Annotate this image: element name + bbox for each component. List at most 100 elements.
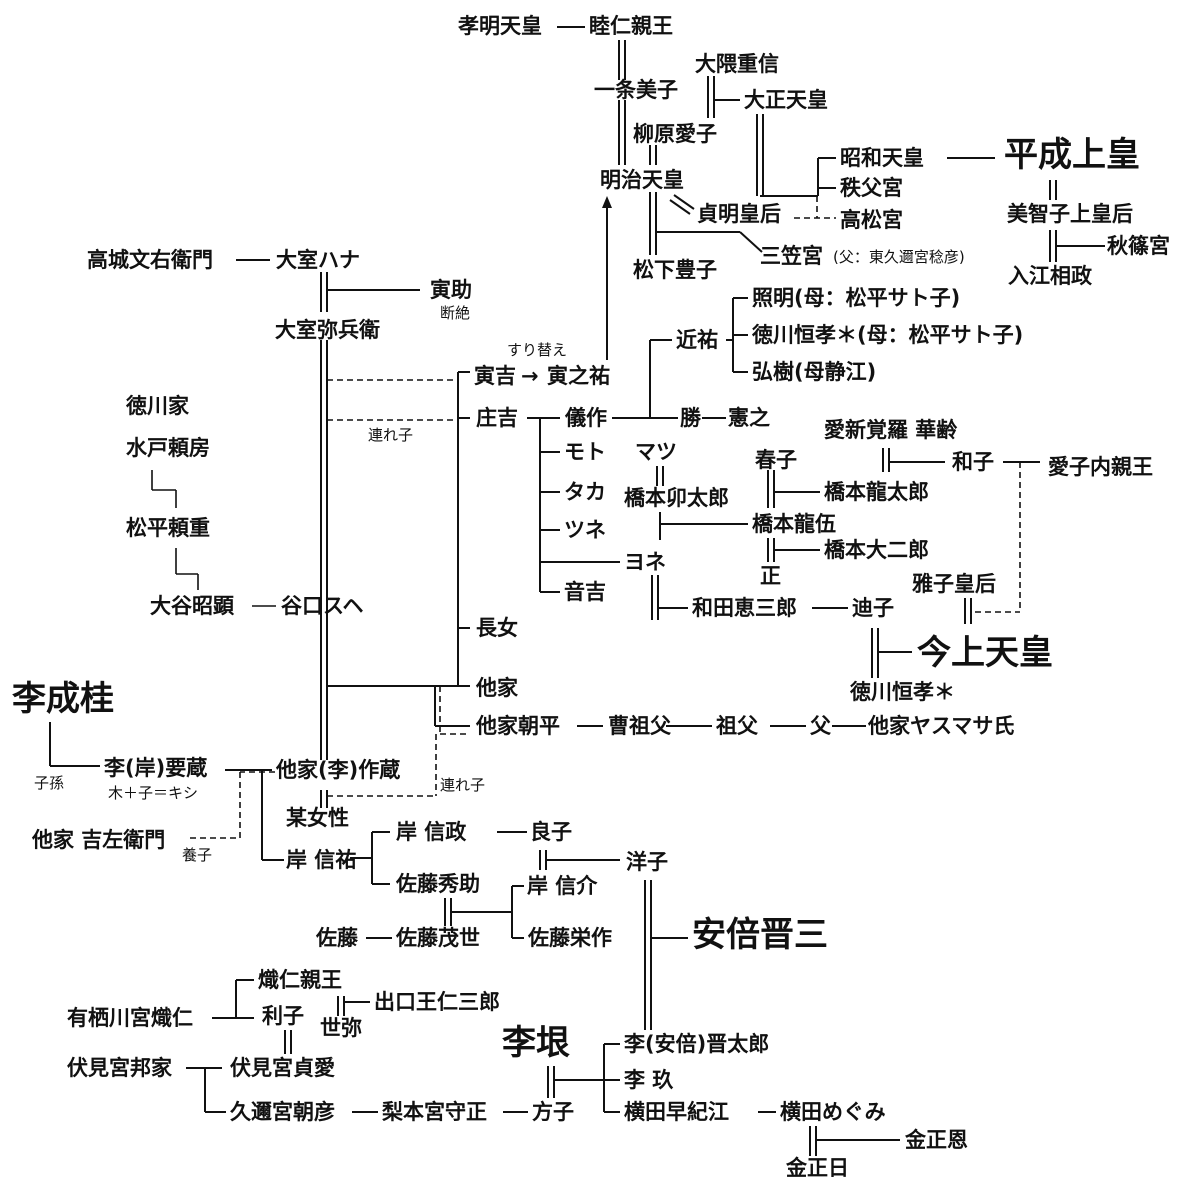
person-showa: 昭和天皇 bbox=[840, 146, 924, 170]
person-seni: 世弥 bbox=[320, 1016, 362, 1040]
person-yokota-megumi: 横田めぐみ bbox=[780, 1100, 886, 1124]
person-yone: ヨネ bbox=[624, 550, 666, 574]
person-tokugawa-tsunenari: 徳川恒孝＊ bbox=[850, 680, 955, 704]
person-irie: 入江相政 bbox=[1008, 264, 1092, 288]
person-taniguchi: 谷口スヘ bbox=[281, 594, 364, 618]
person-kenyuki: 憲之 bbox=[728, 406, 770, 430]
person-matsu: マツ bbox=[635, 440, 677, 464]
person-matsushita: 松下豊子 bbox=[633, 258, 717, 282]
person-sato-moyo: 佐藤茂世 bbox=[396, 926, 480, 950]
person-takagi: 高城文右衛門 bbox=[87, 248, 213, 272]
person-otani: 大谷昭顕 bbox=[150, 594, 234, 618]
person-sato-eisaku: 佐藤栄作 bbox=[528, 926, 612, 950]
person-kim-jongun: 金正恩 bbox=[905, 1128, 968, 1152]
person-lee-gu: 李 玖 bbox=[624, 1068, 674, 1092]
person-kishi-nobumasa: 岸 信政 bbox=[396, 820, 467, 844]
person-tadashi: 正 bbox=[760, 564, 781, 588]
person-sosofu: 曹祖父 bbox=[608, 714, 671, 738]
person-heisei: 平成上皇 bbox=[1004, 135, 1140, 175]
person-riko: 利子 bbox=[262, 1004, 304, 1028]
person-sato-hidesuke: 佐藤秀助 bbox=[396, 872, 480, 896]
person-mutsuhito: 睦仁親王 bbox=[589, 14, 673, 38]
person-take-sakuzo: 他家(李)作蔵 bbox=[276, 758, 401, 782]
person-chikasuke: 近祐 bbox=[676, 328, 718, 352]
person-take-asahira: 他家朝平 bbox=[476, 714, 560, 738]
person-michiko: 美智子上皇后 bbox=[1007, 202, 1133, 226]
person-haruko: 春子 bbox=[755, 448, 797, 472]
person-hashimoto-ryugo: 橋本龍伍 bbox=[752, 512, 836, 536]
shison-note: 子孫 bbox=[34, 774, 65, 792]
person-fushimi-kuniie: 伏見宮邦家 bbox=[67, 1056, 172, 1080]
person-teruaki: 照明(母：松平サト子) bbox=[752, 286, 961, 310]
yoshi-note: 養子 bbox=[182, 846, 213, 864]
person-matsudaira-yorishige: 松平頼重 bbox=[126, 516, 210, 540]
person-bou-josei: 某女性 bbox=[286, 806, 349, 830]
person-taisho: 大正天皇 bbox=[744, 88, 828, 112]
person-michiko2: 迪子 bbox=[852, 596, 894, 620]
person-meiji: 明治天皇 bbox=[600, 168, 684, 192]
person-torakichi: 寅吉 bbox=[474, 364, 516, 388]
person-yanagiwara: 柳原愛子 bbox=[633, 122, 717, 146]
person-hiroki: 弘樹(母静江) bbox=[752, 360, 877, 384]
person-wada: 和田恵三郎 bbox=[692, 596, 797, 620]
person-masako: 雅子皇后 bbox=[912, 572, 996, 596]
person-kishi-nobusuke: 岸 信介 bbox=[527, 874, 598, 898]
person-take-kichizaemon: 他家 吉左衛門 bbox=[32, 828, 166, 852]
person-takamatsu: 高松宮 bbox=[840, 208, 903, 232]
person-fushimi-sadanaru: 伏見宮貞愛 bbox=[230, 1056, 335, 1080]
person-tokugawa-tsunenari-top: 徳川恒孝＊(母：松平サト子) bbox=[752, 323, 1024, 347]
person-kazuko: 和子 bbox=[952, 450, 994, 474]
person-masako-yi: 方子 bbox=[532, 1100, 574, 1124]
person-tokugawa-ke: 徳川家 bbox=[126, 394, 189, 418]
person-take-yasumasa: 他家ヤスマサ氏 bbox=[868, 714, 1015, 738]
arrow-label: → bbox=[521, 364, 539, 388]
person-lee-eun: 李垠 bbox=[502, 1023, 570, 1063]
person-taka: タカ bbox=[564, 480, 606, 504]
person-toranosuke: 寅之祐 bbox=[547, 364, 610, 388]
person-hashimoto-daijiro: 橋本大二郎 bbox=[824, 538, 929, 562]
person-omuro-hana: 大室ハナ bbox=[276, 248, 360, 272]
person-torasuke: 寅助 bbox=[430, 278, 472, 302]
mikasa-note: (父：東久邇宮稔彦) bbox=[833, 248, 965, 266]
person-ichijo-haruko: 一条美子 bbox=[594, 78, 678, 102]
person-shokichi: 庄吉 bbox=[476, 406, 518, 430]
dansetsu-note: 断絶 bbox=[440, 304, 471, 322]
person-kuni-asahiko: 久邇宮朝彦 bbox=[230, 1100, 335, 1124]
person-yokota-sakie: 横田早紀江 bbox=[624, 1100, 729, 1124]
person-taruhito: 熾仁親王 bbox=[258, 968, 342, 992]
person-choujo: 長女 bbox=[476, 616, 518, 640]
person-sofu: 祖父 bbox=[716, 714, 758, 738]
person-mito-yorifusa: 水戸頼房 bbox=[126, 436, 210, 460]
person-lee-seonggye: 李成桂 bbox=[12, 679, 114, 719]
person-okuma: 大隈重信 bbox=[695, 52, 779, 76]
person-arisugawa: 有栖川宮熾仁 bbox=[67, 1006, 193, 1030]
person-take-ke: 他家 bbox=[476, 676, 518, 700]
person-yoko: 洋子 bbox=[626, 850, 668, 874]
person-kishi-nobusuke-sr: 岸 信祐 bbox=[286, 848, 357, 872]
person-yoshiko: 良子 bbox=[530, 820, 572, 844]
person-omuro-yahei: 大室弥兵衛 bbox=[275, 318, 380, 342]
person-deguchi: 出口王仁三郎 bbox=[374, 990, 500, 1014]
person-moto: モト bbox=[564, 440, 606, 464]
person-komei: 孝明天皇 bbox=[458, 14, 542, 38]
tsureko-note-1: 連れ子 bbox=[368, 426, 414, 444]
kishi-note: 木＋子＝キシ bbox=[108, 784, 199, 802]
surikae-note: すり替え bbox=[507, 341, 568, 359]
tsureko-note-2: 連れ子 bbox=[440, 776, 486, 794]
person-kim-jongil: 金正日 bbox=[786, 1156, 849, 1180]
person-nashimoto: 梨本宮守正 bbox=[382, 1100, 487, 1124]
person-kinjo: 今上天皇 bbox=[917, 633, 1053, 673]
person-gisaku: 儀作 bbox=[565, 406, 607, 430]
person-aiko: 愛子内親王 bbox=[1048, 455, 1153, 479]
person-lee-kaname: 李(岸)要蔵 bbox=[104, 756, 208, 780]
person-chichi: 父 bbox=[810, 714, 831, 738]
person-aishin: 愛新覚羅 華齢 bbox=[824, 418, 958, 442]
person-teimei: 貞明皇后 bbox=[697, 202, 781, 226]
person-mikasa: 三笠宮 bbox=[760, 244, 823, 268]
person-abe: 安倍晋三 bbox=[692, 915, 828, 955]
person-lee-shintaro: 李(安倍)晋太郎 bbox=[624, 1032, 770, 1056]
person-akishino: 秋篠宮 bbox=[1107, 234, 1170, 258]
person-chichibu: 秩父宮 bbox=[840, 176, 903, 200]
